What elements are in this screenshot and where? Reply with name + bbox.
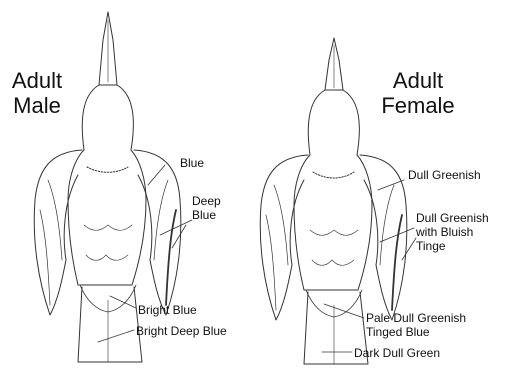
- female-leader-shoulder: [378, 180, 404, 190]
- male-leader-rump: [110, 296, 136, 308]
- male-label-wing-line1: Deep: [192, 194, 221, 208]
- female-label-rump-line2: Tinged Blue: [366, 325, 466, 339]
- female-label-tail: Dark Dull Green: [354, 346, 440, 360]
- male-body: [68, 85, 146, 285]
- female-title-line1: Adult: [378, 68, 458, 93]
- male-leader-tail: [98, 330, 134, 342]
- male-leader-wing: [160, 220, 192, 235]
- male-tail: [78, 287, 142, 362]
- male-leader-shoulder: [148, 165, 165, 185]
- female-right-wing: [360, 155, 407, 320]
- female-label-wing-line2: with Bluish: [416, 225, 489, 239]
- female-label-rump-line1: Pale Dull Greenish: [366, 311, 466, 325]
- male-title-line2: Male: [2, 93, 72, 118]
- male-label-rump: Bright Blue: [138, 303, 197, 317]
- female-leader-wing2: [402, 238, 416, 260]
- female-panel: Adult Female Dull Greenish Dull Greenish…: [256, 0, 512, 370]
- female-title-line2: Female: [378, 93, 458, 118]
- male-title: Adult Male: [2, 68, 72, 118]
- female-label-shoulder: Dull Greenish: [408, 168, 481, 182]
- male-panel: Adult Male Blue Deep Blue Bright Blue Br…: [0, 0, 256, 370]
- male-label-shoulder: Blue: [180, 156, 204, 170]
- female-label-wing: Dull Greenish with Bluish Tinge: [416, 211, 489, 253]
- male-bird-drawing: [0, 0, 256, 370]
- male-label-tail: Bright Deep Blue: [136, 324, 227, 338]
- male-label-wing: Deep Blue: [192, 194, 221, 222]
- male-label-wing-line2: Blue: [192, 208, 221, 222]
- female-label-rump: Pale Dull Greenish Tinged Blue: [366, 311, 466, 339]
- male-right-wing: [134, 150, 181, 315]
- male-neck-line: [87, 167, 128, 172]
- male-left-wing: [34, 150, 82, 315]
- female-label-wing-line1: Dull Greenish: [416, 211, 489, 225]
- female-neck-line: [313, 172, 354, 178]
- female-label-wing-line3: Tinge: [416, 239, 489, 253]
- female-left-wing: [260, 155, 308, 320]
- female-title: Adult Female: [378, 68, 458, 118]
- male-title-line1: Adult: [2, 68, 72, 93]
- female-body: [294, 90, 372, 290]
